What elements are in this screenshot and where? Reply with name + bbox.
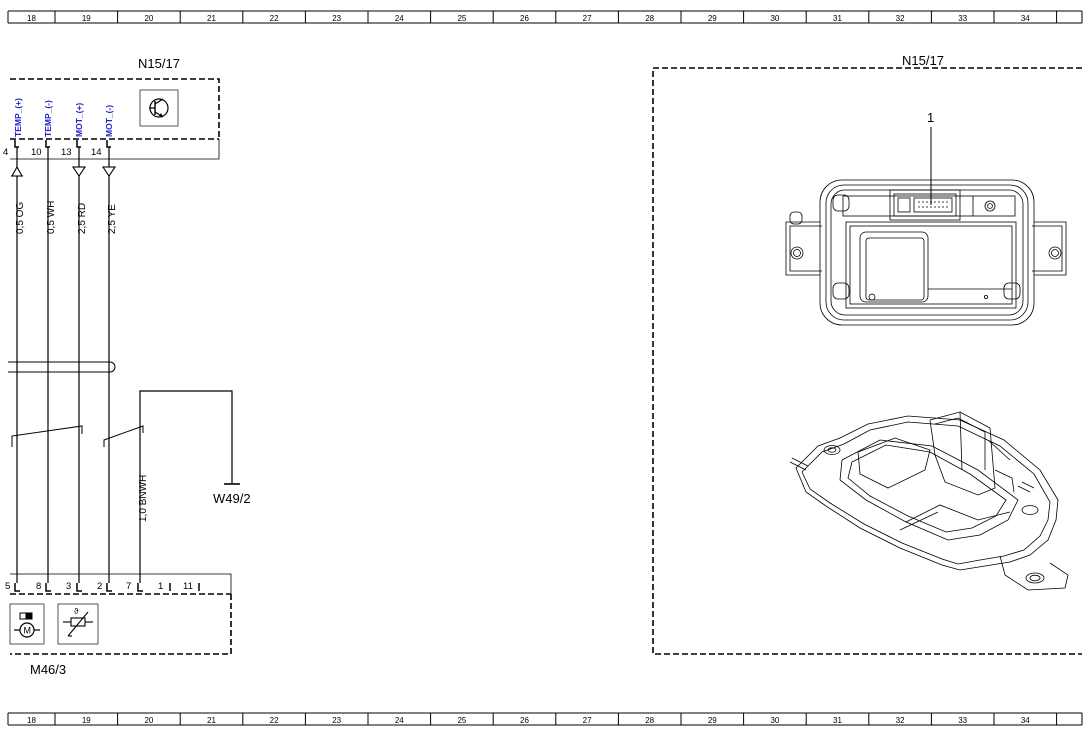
harness-marker <box>8 361 116 373</box>
bottom-ruler-label-31: 31 <box>833 716 842 725</box>
theta-glyph: ϑ <box>74 607 79 616</box>
bottom-ruler-label-22: 22 <box>270 716 279 725</box>
bottom-ruler-label-30: 30 <box>770 716 779 725</box>
motor-icon: M <box>9 603 45 645</box>
bottom-ruler-label-20: 20 <box>144 716 153 725</box>
bottom-ruler-label-19: 19 <box>82 716 91 725</box>
motor-letter: M <box>24 626 32 636</box>
m46-3-pin-7: 7 <box>126 581 131 592</box>
m46-3-pin-3: 3 <box>66 581 71 592</box>
bottom-ruler-label-32: 32 <box>896 716 905 725</box>
n15-17-label: N15/17 <box>138 56 180 71</box>
top-ruler-label-28: 28 <box>645 14 654 23</box>
direction-arrows <box>11 165 117 177</box>
top-ruler-label-25: 25 <box>457 14 466 23</box>
top-ruler-label-21: 21 <box>207 14 216 23</box>
wire-label-og: 0,5 OG <box>15 202 26 234</box>
n15-17-signal-mot-minus: MOT_(-) <box>104 105 114 137</box>
callout-number: 1 <box>927 110 934 125</box>
bottom-ruler-label-23: 23 <box>332 716 341 725</box>
wire-label-rd: 2,5 RD <box>77 203 88 234</box>
n15-17-pin-4: 4 <box>3 147 8 158</box>
sensor-icon: ϑ <box>57 603 99 645</box>
m46-3-pin-1: 1 <box>158 581 163 592</box>
wire-label-wh: 0,5 WH <box>46 201 57 234</box>
m46-3-pin-8: 8 <box>36 581 41 592</box>
m46-3-pin-2: 2 <box>97 581 102 592</box>
n15-17-pin-13: 13 <box>61 147 72 158</box>
m46-3-label: M46/3 <box>30 662 66 677</box>
shield-lines <box>11 425 144 447</box>
component-view-box <box>652 67 1082 655</box>
top-ruler-label-18: 18 <box>27 14 36 23</box>
top-ruler-label-32: 32 <box>896 14 905 23</box>
top-ruler-label-33: 33 <box>958 14 967 23</box>
control-unit-top-view <box>785 179 1067 326</box>
bottom-ruler-labels: 18 19 20 21 22 23 24 25 26 27 28 29 30 31 32 33 34 <box>27 716 1030 725</box>
top-ruler <box>7 10 1083 24</box>
bottom-ruler-label-24: 24 <box>395 716 404 725</box>
top-ruler-label-30: 30 <box>770 14 779 23</box>
bottom-ruler-label-29: 29 <box>708 716 717 725</box>
wire-label-bnwh: 1,0 BNWH <box>138 475 149 522</box>
top-ruler-label-34: 34 <box>1021 14 1030 23</box>
m46-3-box <box>10 594 232 655</box>
bottom-ruler-label-33: 33 <box>958 716 967 725</box>
n15-17-pin-14: 14 <box>91 147 102 158</box>
component-view-label: N15/17 <box>902 53 944 68</box>
top-ruler-label-20: 20 <box>144 14 153 23</box>
m46-3-pin-5: 5 <box>5 581 10 592</box>
m46-3-upper-frame <box>10 573 232 594</box>
ground-wire <box>139 390 240 583</box>
bottom-ruler-label-34: 34 <box>1021 716 1030 725</box>
wire-lines <box>16 147 110 583</box>
bottom-ruler-label-21: 21 <box>207 716 216 725</box>
bottom-ruler-label-25: 25 <box>457 716 466 725</box>
m46-3-terminals <box>14 583 200 592</box>
top-ruler-label-23: 23 <box>332 14 341 23</box>
ground-label: W49/2 <box>213 491 251 506</box>
bottom-ruler-label-26: 26 <box>520 716 529 725</box>
transistor-icon <box>139 89 179 127</box>
control-unit-isometric-view <box>789 411 1069 591</box>
bottom-ruler <box>7 712 1083 726</box>
n15-17-pin-10: 10 <box>31 147 42 158</box>
top-ruler-label-31: 31 <box>833 14 842 23</box>
n15-17-terminals <box>14 140 111 148</box>
n15-17-signal-temp-minus: TEMP_(-) <box>43 100 53 137</box>
top-ruler-label-24: 24 <box>395 14 404 23</box>
top-ruler-label-27: 27 <box>583 14 592 23</box>
top-ruler-label-19: 19 <box>82 14 91 23</box>
top-ruler-label-29: 29 <box>708 14 717 23</box>
bottom-ruler-label-28: 28 <box>645 716 654 725</box>
arrow-up-icon <box>11 165 23 177</box>
arrow-down-icon <box>71 166 87 177</box>
top-ruler-labels: 18 19 20 21 22 23 24 25 26 27 28 29 30 31 32 33 34 <box>27 14 1030 23</box>
n15-17-box <box>10 78 220 139</box>
arrow-down-icon <box>101 166 117 177</box>
n15-17-signal-mot-plus: MOT_(+) <box>74 103 84 137</box>
bottom-ruler-label-27: 27 <box>583 716 592 725</box>
top-ruler-label-22: 22 <box>270 14 279 23</box>
n15-17-signal-temp-plus: TEMP_(+) <box>13 98 23 137</box>
m46-3-pin-11: 11 <box>183 581 193 592</box>
top-ruler-label-26: 26 <box>520 14 529 23</box>
bottom-ruler-label-18: 18 <box>27 716 36 725</box>
wire-label-ye: 2,5 YE <box>107 204 118 234</box>
n15-17-lower-frame <box>10 139 220 160</box>
